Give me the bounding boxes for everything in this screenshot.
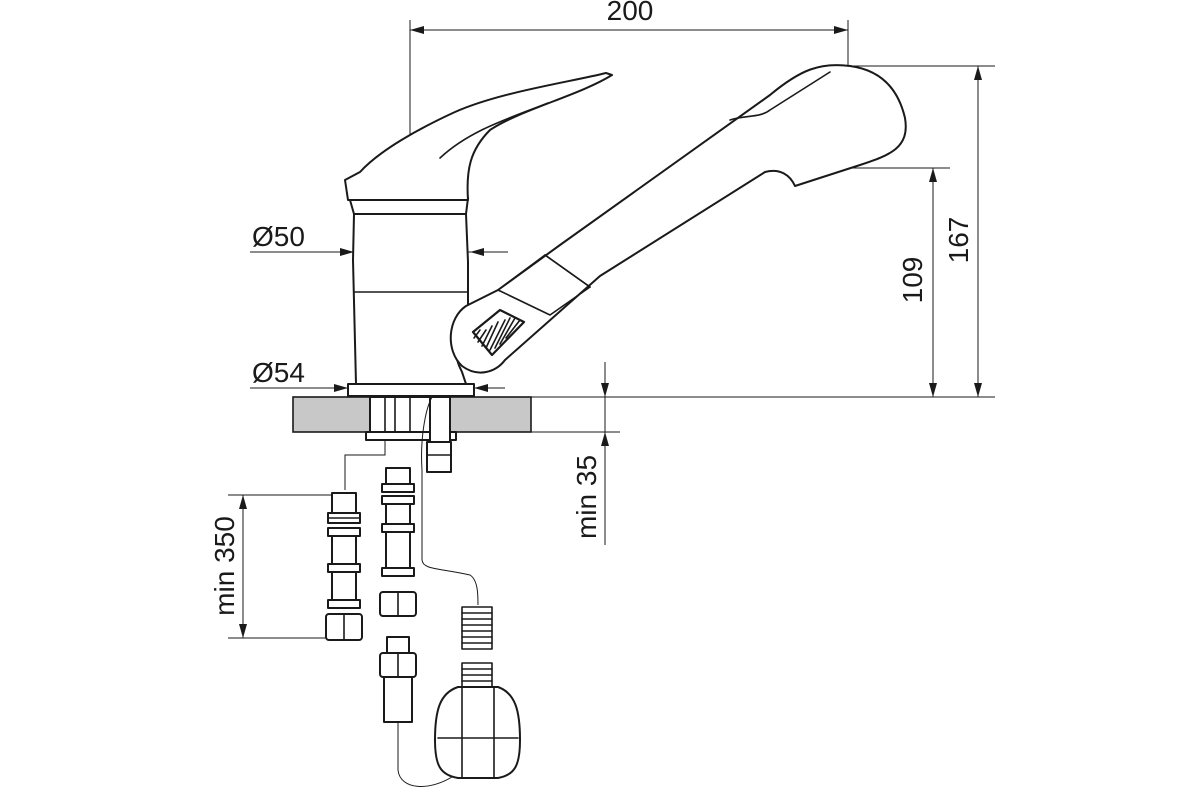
label-min-350: min 350 [209, 516, 240, 616]
label-height-167: 167 [943, 217, 974, 264]
handle-lever [344, 72, 613, 201]
mounting-stud [365, 396, 479, 606]
hose-weight [434, 686, 521, 779]
flexible-hose-lower [379, 636, 456, 787]
hose-weight-spring [461, 606, 493, 688]
label-width-200: 200 [607, 0, 654, 26]
spout-hose-spring [473, 317, 521, 351]
label-diameter-54: Ø54 [252, 357, 305, 388]
dimension-labels: 200 Ø50 Ø54 109 167 min 35 min 350 [209, 0, 974, 616]
label-height-109: 109 [897, 257, 928, 304]
faucet-body [347, 197, 475, 397]
label-diameter-50: Ø50 [252, 221, 305, 252]
flexible-hose-left [325, 440, 386, 641]
flexible-hose-middle [379, 467, 417, 617]
pull-out-spout [449, 64, 907, 374]
label-min-35: min 35 [571, 455, 602, 539]
